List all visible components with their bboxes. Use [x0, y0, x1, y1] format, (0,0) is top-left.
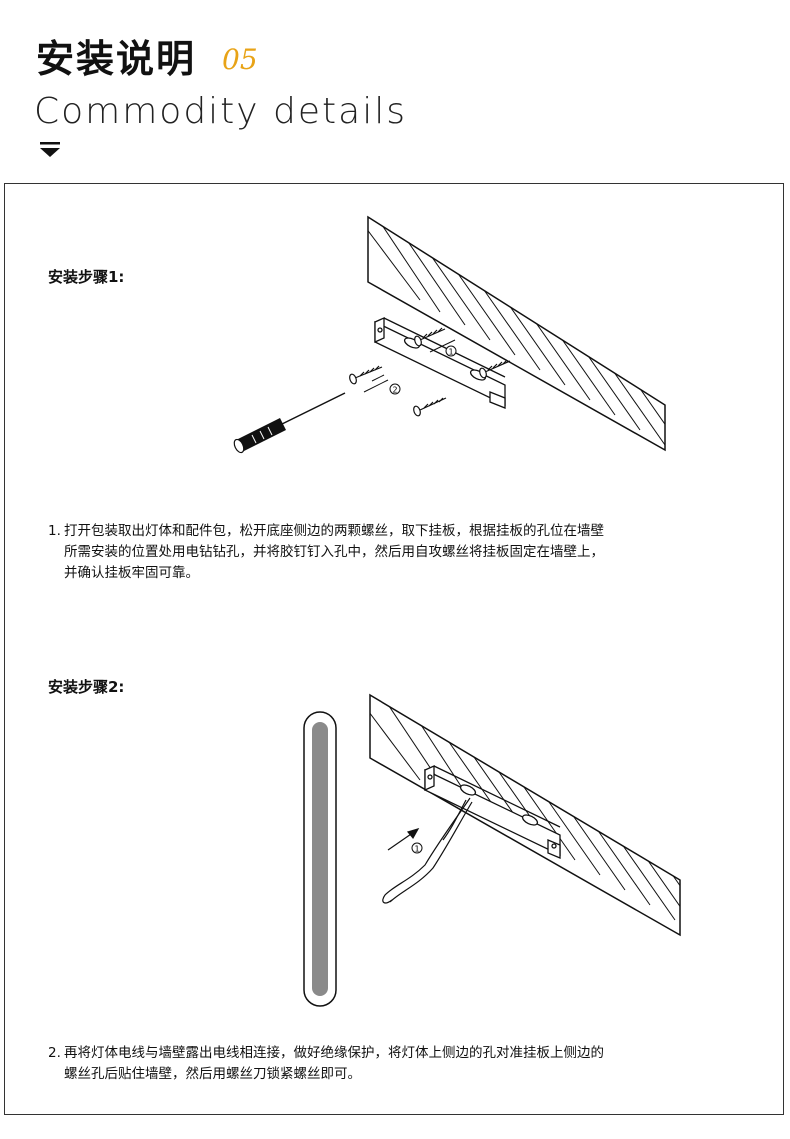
page-subtitle: Commodity details: [34, 91, 407, 132]
wall-panel-2: [369, 693, 681, 937]
step2-title: 安装步骤2:: [48, 678, 125, 696]
svg-text:1: 1: [448, 348, 453, 357]
screw-icon: [479, 359, 511, 379]
mounting-bracket: [374, 316, 506, 409]
motion-lines: [363, 339, 456, 393]
mounting-bracket-2: [424, 764, 561, 859]
screwdriver-icon: [233, 392, 346, 454]
wire-icon: [382, 797, 473, 904]
svg-text:2: 2: [392, 386, 397, 395]
step1-title: 安装步骤1:: [48, 268, 125, 286]
step-marker-2: 2: [389, 383, 401, 395]
step1-description: 1.打开包装取出灯体和配件包，松开底座侧边的两颗螺丝，取下挂板，根据挂板的孔位在…: [48, 523, 604, 581]
lamp-body: [303, 711, 337, 1007]
screw-icon: [413, 397, 447, 417]
screw-icon: [349, 365, 383, 385]
instructions-frame: [4, 183, 784, 1115]
step-marker-1: 1: [445, 345, 457, 357]
screw-icon: [414, 327, 446, 347]
svg-text:1: 1: [414, 845, 419, 854]
step2-marker-1: 1: [411, 842, 423, 854]
page-title: 安装说明: [36, 37, 197, 81]
chevron-down-icon: [40, 142, 60, 157]
step2-description: 2.再将灯体电线与墙壁露出电线相连接，做好绝缘保护，将灯体上侧边的孔对准挂板上侧…: [48, 1045, 604, 1082]
arrow-icon: [387, 828, 420, 851]
section-number: 05: [222, 43, 258, 76]
